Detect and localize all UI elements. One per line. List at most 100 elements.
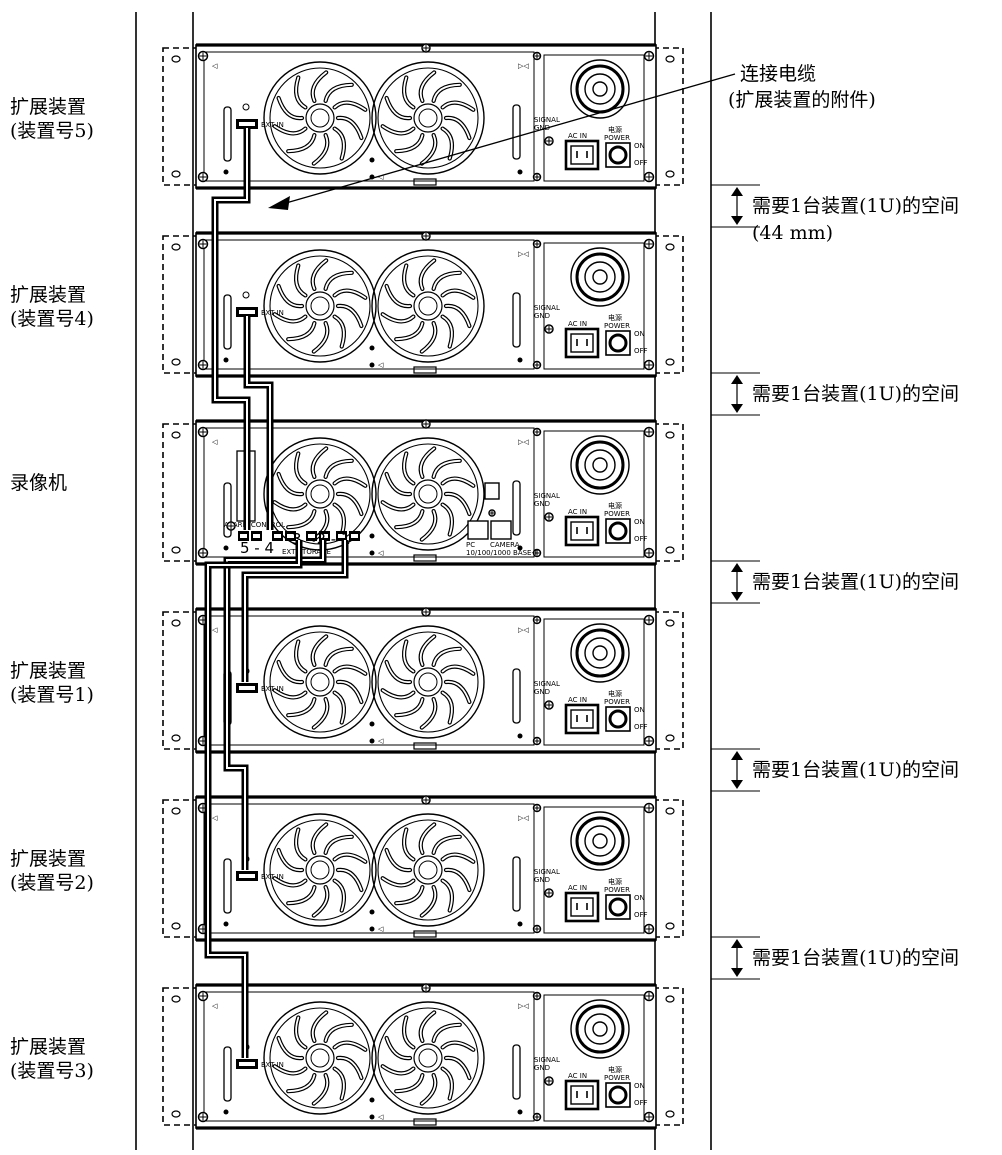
unit-label-line2: (装置号4) bbox=[10, 308, 94, 330]
fan-ring bbox=[263, 1001, 377, 1115]
power-label: POWER bbox=[604, 134, 630, 142]
dot-mark bbox=[369, 1097, 375, 1103]
cable-callout: 连接电缆(扩展装置的附件) bbox=[268, 63, 876, 210]
fan-blade-slot-inner bbox=[333, 879, 345, 912]
arrow-mark: ◁ bbox=[378, 173, 384, 181]
fan-blade-slot-inner bbox=[445, 493, 471, 515]
mounting-hole bbox=[171, 734, 181, 742]
arrow-up-icon bbox=[731, 187, 743, 196]
cable-unit-2-core bbox=[226, 540, 324, 870]
dot-mark bbox=[517, 921, 523, 927]
ac-in-label: AC IN bbox=[568, 884, 587, 892]
psu-fan-guard bbox=[584, 449, 616, 481]
arrow-mark: ▷◁ bbox=[518, 814, 529, 822]
fan-blade-slot-inner bbox=[295, 640, 307, 673]
fan-blade-slot-inner bbox=[385, 285, 411, 307]
dot-mark bbox=[223, 545, 229, 551]
psu-fan-ring bbox=[570, 999, 630, 1059]
fan-blade-slot-inner bbox=[312, 886, 329, 917]
fan-blade-slot-inner bbox=[312, 134, 329, 165]
ac-in-label: AC IN bbox=[568, 320, 587, 328]
psu-fan-hub bbox=[592, 1021, 608, 1037]
fan-grille-icon bbox=[263, 61, 377, 175]
rear-panel bbox=[203, 239, 535, 370]
camera-label: CAMERA bbox=[490, 541, 520, 549]
psu-fan-guard bbox=[584, 73, 616, 105]
power-cn-label: 电源 bbox=[608, 1065, 622, 1074]
arrow-mark: ▷◁ bbox=[518, 250, 529, 258]
fan-hub bbox=[305, 291, 335, 321]
dot-mark bbox=[223, 357, 229, 363]
mounting-hole bbox=[665, 55, 675, 63]
bottom-latch bbox=[413, 742, 437, 750]
fan-blade-slot-inner bbox=[311, 1011, 328, 1042]
power-switch-button bbox=[608, 897, 628, 917]
side-slot bbox=[512, 668, 521, 724]
arrow-mark: ▷◁ bbox=[518, 626, 529, 634]
fan-blade-slot-inner bbox=[420, 134, 437, 165]
arrow-down-icon bbox=[731, 968, 743, 977]
power-cn-label: 电源 bbox=[608, 689, 622, 698]
fan-blade-slot-inner bbox=[403, 828, 415, 861]
dot-mark bbox=[517, 1109, 523, 1115]
spacing-text: 需要1台装置(1U)的空间 bbox=[752, 195, 959, 217]
ac-inlet-socket bbox=[570, 1085, 594, 1105]
psu-fan-ring bbox=[570, 623, 630, 683]
fan-ring bbox=[269, 1007, 371, 1109]
fan-hub-inner bbox=[418, 296, 438, 316]
side-slot bbox=[223, 858, 232, 914]
fan-blade-slot-inner bbox=[441, 503, 453, 536]
fan-blade-slot-inner bbox=[311, 823, 328, 854]
unit-labels: 扩展装置(装置号5)扩展装置(装置号4)录像机扩展装置(装置号1)扩展装置(装置… bbox=[10, 96, 94, 1082]
fan-hub bbox=[413, 291, 443, 321]
psu-fan-hub bbox=[592, 81, 608, 97]
fan-hub bbox=[305, 667, 335, 697]
dot-mark bbox=[517, 357, 523, 363]
usb-port-icon bbox=[484, 482, 500, 500]
fan-blade-slot-inner bbox=[419, 259, 436, 290]
arrow-mark: ◁ bbox=[212, 1002, 218, 1010]
ext-storage-port-slot bbox=[338, 534, 345, 538]
arrow-down-icon bbox=[731, 592, 743, 601]
spacing-annotations: 需要1台装置(1U)的空间(44 mm)需要1台装置(1U)的空间需要1台装置(… bbox=[711, 184, 959, 980]
spacing-annotation: 需要1台装置(1U)的空间(44 mm) bbox=[711, 184, 959, 244]
fan-blade-slot-inner bbox=[419, 71, 436, 102]
fan-ring bbox=[371, 249, 485, 363]
callout-line1: 连接电缆 bbox=[740, 63, 816, 85]
fan-hub-inner bbox=[310, 1048, 330, 1068]
fan-ring bbox=[377, 631, 479, 733]
fan-ring bbox=[371, 813, 485, 927]
power-cn-label: 电源 bbox=[608, 313, 622, 322]
ac-in-label: AC IN bbox=[568, 508, 587, 516]
fan-hub-inner bbox=[310, 296, 330, 316]
rack-rails bbox=[135, 12, 712, 1150]
fan-blade-slot-inner bbox=[312, 322, 329, 353]
bottom-latch bbox=[413, 366, 437, 374]
fan-blade-slot-inner bbox=[395, 698, 424, 717]
mounting-hole bbox=[665, 546, 675, 554]
fan-grille-icon bbox=[371, 61, 485, 175]
fan-blade-slot-inner bbox=[395, 510, 424, 529]
fan-ring bbox=[377, 443, 479, 545]
fan-blade-slot-inner bbox=[441, 289, 475, 299]
gnd-label: GND bbox=[534, 688, 550, 696]
fan-blade-slot-inner bbox=[287, 1074, 316, 1093]
mounting-hole bbox=[171, 55, 181, 63]
arrow-mark: ◁ bbox=[378, 549, 384, 557]
power-switch-button bbox=[608, 145, 628, 165]
fan-ring bbox=[371, 1001, 485, 1115]
fan-blade-slot-inner bbox=[445, 117, 471, 139]
fan-blade-slot-inner bbox=[287, 510, 316, 529]
fan-blade-slot-inner bbox=[273, 501, 307, 511]
fan-blade-slot-inner bbox=[295, 452, 307, 485]
fan-blade-slot-inner bbox=[273, 313, 307, 323]
fan-blade-slot-inner bbox=[287, 322, 316, 341]
pc-port-icon bbox=[467, 520, 489, 540]
fan-blade-slot-inner bbox=[432, 459, 461, 478]
fan-blade-slot-inner bbox=[277, 1037, 303, 1059]
side-slot bbox=[512, 856, 521, 912]
mounting-hole bbox=[665, 734, 675, 742]
ac-inlet-socket bbox=[570, 521, 594, 541]
fan-hub-inner bbox=[418, 672, 438, 692]
